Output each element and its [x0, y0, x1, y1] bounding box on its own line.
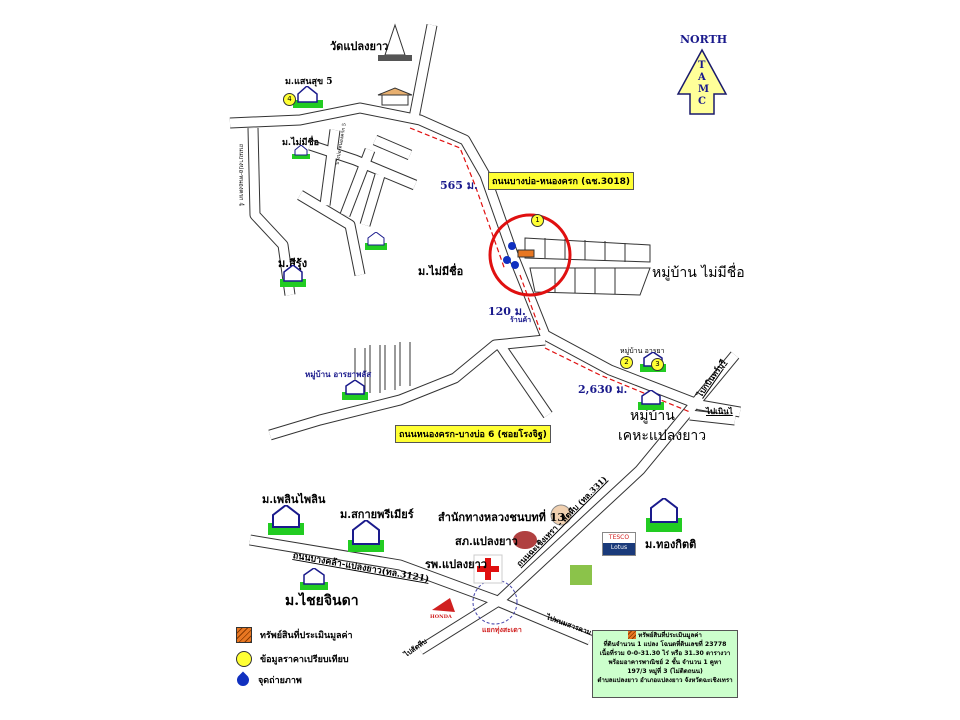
pavilion-icon: [377, 87, 413, 106]
big-c-icon: [570, 565, 592, 585]
village-label: เคหะแปลงยาว: [618, 428, 707, 444]
info-line: 197/3 หมู่ที่ 3 (ไม่ติดถนน): [627, 668, 703, 675]
police-icon: [513, 531, 537, 549]
junction-label: แยกทุ่งสะเดา: [482, 625, 522, 634]
distance-arrows: [409, 127, 691, 413]
info-line: ตำบลแปลงยาว อำเภอแปลงยาว จังหวัดฉะเชิงเท…: [597, 677, 733, 684]
village-label: หมู่บ้าน อารยาพลัส: [305, 369, 372, 379]
hatched-square-icon: [628, 631, 637, 639]
village-label: ม.เพลินไพลิน: [262, 493, 326, 506]
village-label: ม.ไชยจินดา: [285, 593, 359, 609]
highway-office-label: สำนักทางหลวงชนบทที่ 13: [438, 511, 566, 524]
village-label: ม.สกายพรีเมียร์: [340, 508, 414, 521]
village-label: ม.ไม่มีชื่อ: [282, 138, 319, 148]
comparable-marker-3[interactable]: 3: [651, 358, 664, 371]
hospital-icon: [473, 554, 503, 584]
legend-photo: จุดถ่ายภาพ: [234, 671, 302, 689]
honda-label: HONDA: [430, 614, 452, 620]
village-label: ม.แสนสุข 5: [285, 77, 333, 87]
info-line: พร้อมอาคารพาณิชย์ 2 ชั้น จำนวน 1 คูหา: [608, 659, 722, 666]
road-label-left: ถนนบางบ่อ-หนองครก 4: [237, 143, 245, 207]
water-drop-icon: [234, 671, 252, 689]
roads: [229, 23, 741, 655]
info-line: ที่ดินจำนวน 1 แปลง โฉนดที่ดินเลขที่ 2377…: [603, 641, 727, 648]
info-line: เนื้อที่รวม 0-0-31.30 ไร่ หรือ 31.30 ตาร…: [599, 650, 731, 657]
village-label: หมู่บ้าน: [630, 408, 675, 424]
info-title: ทรัพย์สินที่ประเมินมูลค่า: [593, 631, 737, 640]
distance-label: 2,630 ม.: [578, 383, 628, 396]
police-label: สภ.แปลงยาว: [455, 535, 518, 548]
distance-label: 120 ม.: [488, 305, 526, 318]
comparable-marker-1[interactable]: 1: [531, 214, 544, 227]
distance-label: 565 ม.: [440, 179, 478, 192]
village-label: ม.ทองกิตติ: [645, 538, 697, 551]
comparable-marker-2[interactable]: 2: [620, 356, 633, 369]
honda-icon: [432, 598, 455, 612]
north-arrow: [676, 48, 728, 115]
legend-comparable: ข้อมูลราคาเปรียบเทียบ: [236, 651, 349, 667]
temple-label: วัดแปลงยาว: [330, 40, 389, 53]
comparable-marker-4[interactable]: 4: [283, 93, 296, 106]
road-label-soi: ถนนหนองครก-บางบ่อ 6 (ซอยโรงจิฐ): [395, 425, 551, 443]
road-label-to-nern: ไปเนินไ: [706, 406, 733, 416]
village-label: หมู่บ้าน อารยา: [620, 347, 665, 355]
property-info-box: ทรัพย์สินที่ประเมินมูลค่า ที่ดินจำนวน 1 …: [592, 630, 738, 698]
photo-point-icons: [503, 242, 519, 269]
village-label: ม.ไม่มีชื่อ: [418, 265, 464, 278]
hospital-label: รพ.แปลงยาว: [425, 558, 487, 571]
hatched-square-icon: [236, 627, 252, 643]
roundabout-circle: [472, 579, 518, 625]
road-label-main: ถนนบางบ่อ-หนองครก (ฉช.3018): [488, 172, 635, 190]
highway-office-icon: [550, 504, 572, 526]
north-label: NORTH: [680, 33, 728, 46]
shop-label: ร้านค้า: [510, 315, 532, 324]
village-label: ม.สีรุ้ง: [278, 257, 308, 270]
legend-property: ทรัพย์สินที่ประเมินมูลค่า: [236, 627, 353, 643]
yellow-circle-icon: [236, 651, 252, 667]
property-marker[interactable]: [517, 249, 535, 258]
temple-icon: [378, 23, 412, 61]
subject-circle: [488, 213, 572, 297]
village-label: หมู่บ้าน ไม่มีชื่อ: [652, 265, 745, 281]
subdivision-blocks: [524, 237, 651, 296]
